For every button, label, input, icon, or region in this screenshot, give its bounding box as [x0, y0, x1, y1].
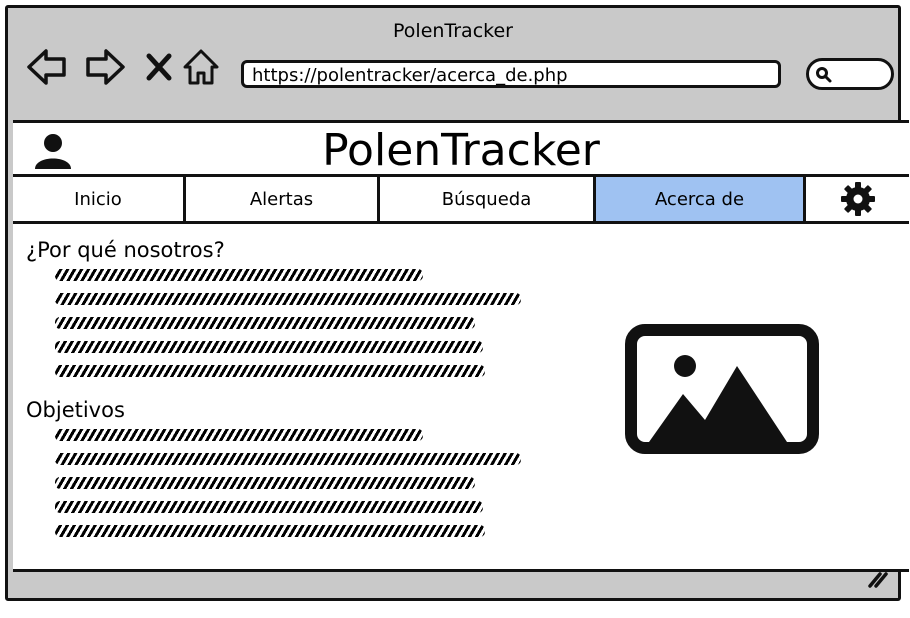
- main-nav: Inicio Alertas Búsqueda Acerca de: [13, 177, 909, 224]
- placeholder-text-line: [55, 453, 521, 465]
- arrow-left-icon: [27, 49, 66, 85]
- placeholder-text-line: [55, 341, 483, 353]
- placeholder-text-line: [55, 365, 485, 377]
- gear-icon: [840, 182, 875, 216]
- placeholder-text-line: [55, 269, 423, 281]
- placeholder-text-line: [55, 501, 483, 513]
- tab-busqueda[interactable]: Búsqueda: [380, 177, 596, 221]
- placeholder-text-line: [55, 317, 475, 329]
- placeholder-text-line: [55, 525, 485, 537]
- image-icon: [625, 324, 819, 454]
- placeholder-text-line: [55, 429, 423, 441]
- home-icon: [183, 49, 219, 85]
- image-placeholder: [625, 324, 819, 458]
- tab-alertas[interactable]: Alertas: [186, 177, 380, 221]
- back-button[interactable]: [26, 46, 68, 88]
- web-page: PolenTracker Inicio Alertas Búsqueda Ace…: [13, 120, 909, 572]
- section-title-why-us: ¿Por qué nosotros?: [26, 238, 225, 262]
- user-icon[interactable]: [33, 131, 73, 175]
- browser-window: PolenTracker https://polentracker/acerca…: [5, 5, 909, 601]
- section-title-objectives: Objetivos: [26, 398, 125, 422]
- site-header: PolenTracker: [13, 123, 909, 177]
- address-bar[interactable]: https://polentracker/acerca_de.php: [241, 60, 781, 88]
- tab-acerca-de[interactable]: Acerca de: [596, 177, 806, 221]
- search-icon: [816, 67, 832, 83]
- site-title: PolenTracker: [322, 125, 600, 176]
- stop-button[interactable]: [138, 46, 180, 88]
- status-bar: [8, 564, 898, 598]
- arrow-right-icon: [86, 49, 125, 85]
- placeholder-text-block: [55, 269, 521, 389]
- page-content: ¿Por qué nosotros? Objetivos: [13, 224, 909, 569]
- close-icon: [146, 53, 172, 81]
- placeholder-text-block: [55, 429, 521, 549]
- settings-button[interactable]: [806, 177, 909, 221]
- placeholder-text-line: [55, 477, 475, 489]
- forward-button[interactable]: [84, 46, 126, 88]
- placeholder-text-line: [55, 293, 521, 305]
- home-button[interactable]: [180, 46, 222, 88]
- search-box[interactable]: [806, 58, 894, 90]
- resize-handle-icon[interactable]: [866, 570, 888, 592]
- tab-inicio[interactable]: Inicio: [13, 177, 186, 221]
- window-title: PolenTracker: [393, 20, 513, 42]
